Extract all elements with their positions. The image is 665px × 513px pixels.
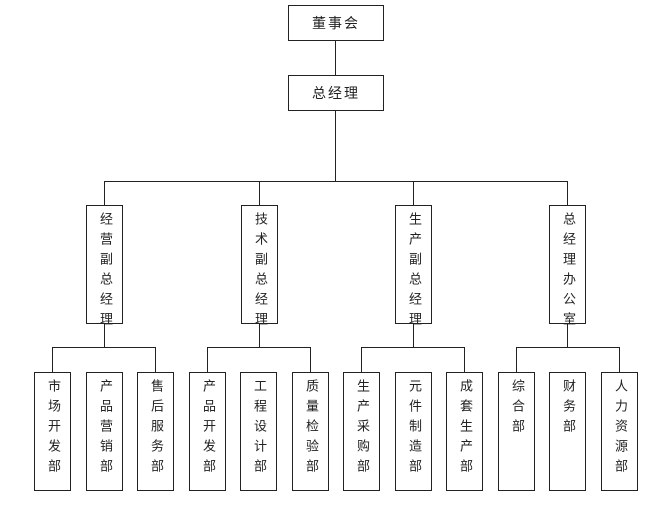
connector — [310, 347, 311, 372]
node-label: 生产采购部 — [354, 379, 369, 479]
connector — [207, 347, 311, 348]
node-label: 董事会 — [312, 16, 360, 32]
node-label: 综合部 — [509, 379, 524, 439]
connector — [104, 181, 568, 182]
connector — [516, 347, 517, 372]
node-label: 质量检验部 — [303, 379, 318, 479]
board-of-directors-node: 董事会 — [288, 5, 384, 41]
connector — [413, 181, 414, 205]
connector — [567, 181, 568, 205]
connector — [52, 347, 156, 348]
department-node: 人力资源部 — [601, 372, 638, 491]
connector — [361, 347, 465, 348]
department-node: 综合部 — [498, 372, 535, 491]
deputy-node: 技术副总经理 — [241, 205, 278, 332]
general-manager-node: 总经理 — [288, 75, 384, 111]
department-node: 工程设计部 — [240, 372, 277, 491]
connector — [361, 347, 362, 372]
node-label: 产品开发部 — [200, 379, 215, 479]
node-label: 总经理办公室 — [560, 212, 575, 332]
department-node: 产品营销部 — [86, 372, 123, 491]
node-label: 售后服务部 — [148, 379, 163, 479]
connector — [335, 111, 336, 181]
connector — [104, 181, 105, 205]
connector — [259, 324, 260, 347]
node-label: 总经理 — [312, 86, 360, 102]
connector — [413, 324, 414, 347]
connector — [104, 324, 105, 347]
connector — [516, 347, 620, 348]
department-node: 生产采购部 — [343, 372, 380, 491]
deputy-node: 总经理办公室 — [549, 205, 586, 332]
node-label: 成套生产部 — [457, 379, 472, 479]
node-label: 工程设计部 — [251, 379, 266, 479]
connector — [619, 347, 620, 372]
department-node: 市场开发部 — [34, 372, 71, 491]
node-label: 市场开发部 — [45, 379, 60, 479]
node-label: 元件制造部 — [406, 379, 421, 479]
department-node: 成套生产部 — [446, 372, 483, 491]
deputy-node: 经营副总经理 — [86, 205, 123, 332]
node-label: 技术副总经理 — [252, 212, 267, 332]
node-label: 人力资源部 — [612, 379, 627, 479]
department-node: 产品开发部 — [189, 372, 226, 491]
connector — [464, 347, 465, 372]
connector — [567, 324, 568, 347]
connector — [207, 347, 208, 372]
connector — [335, 41, 336, 75]
node-label: 生产副总经理 — [406, 212, 421, 332]
department-node: 售后服务部 — [137, 372, 174, 491]
node-label: 财务部 — [560, 379, 575, 439]
department-node: 元件制造部 — [395, 372, 432, 491]
department-node: 质量检验部 — [292, 372, 329, 491]
node-label: 产品营销部 — [97, 379, 112, 479]
node-label: 经营副总经理 — [97, 212, 112, 332]
department-node: 财务部 — [549, 372, 586, 491]
connector — [52, 347, 53, 372]
connector — [259, 181, 260, 205]
deputy-node: 生产副总经理 — [395, 205, 432, 332]
connector — [155, 347, 156, 372]
